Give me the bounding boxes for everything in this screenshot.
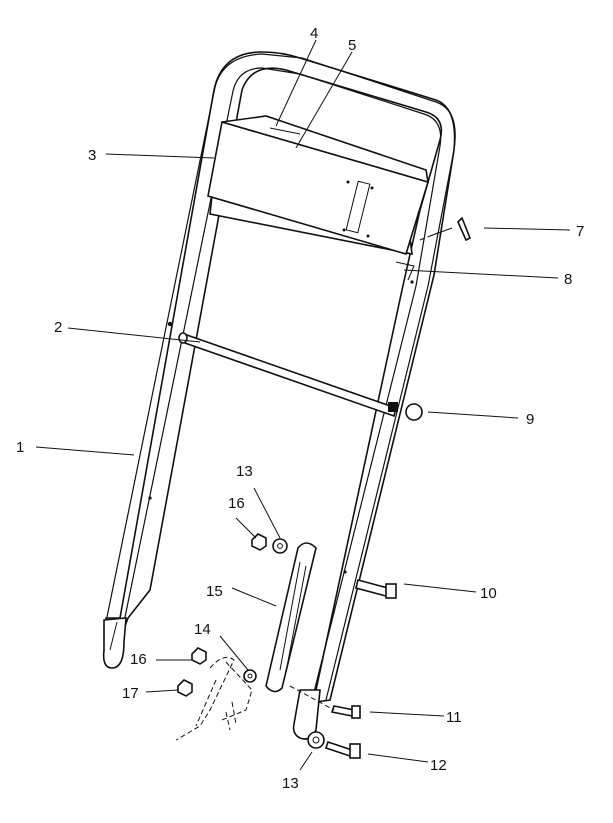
nut-17 [177, 679, 193, 697]
callout-15: 15 [206, 583, 223, 600]
leader-lines [35, 39, 571, 771]
nut-16-lower [191, 647, 207, 665]
callout-9: 9 [526, 411, 534, 428]
callout-13-upper: 13 [236, 463, 253, 480]
callout-7: 7 [576, 223, 584, 240]
callout-17: 17 [122, 685, 139, 702]
callout-3: 3 [88, 147, 96, 164]
handle-frame [102, 51, 456, 740]
callout-10: 10 [480, 585, 497, 602]
callout-16-lower: 16 [130, 651, 147, 668]
callout-13-lower: 13 [282, 775, 299, 792]
callout-2: 2 [54, 319, 62, 336]
callout-5: 5 [348, 37, 356, 54]
callout-11: 11 [446, 709, 462, 726]
control-panel [207, 115, 430, 281]
nut-9 [388, 402, 423, 421]
callout-14: 14 [194, 621, 211, 638]
bolt-12 [324, 740, 361, 759]
bolt-10 [355, 579, 397, 599]
washer-14 [243, 669, 257, 683]
callout-1: 1 [16, 439, 24, 456]
callout-8: 8 [564, 271, 572, 288]
callout-12: 12 [430, 757, 447, 774]
mower-bracket-phantom [175, 656, 253, 741]
washer-13-upper [272, 538, 288, 554]
bracket-15 [265, 542, 317, 693]
washer-13-lower [307, 731, 325, 749]
bolt-11 [289, 685, 361, 719]
callout-4: 4 [310, 25, 318, 42]
crossbar [178, 332, 397, 418]
callout-16-upper: 16 [228, 495, 245, 512]
screw-7 [419, 216, 472, 242]
callout-labels: 1 2 3 4 5 7 8 9 10 11 12 13 13 14 15 16 … [16, 25, 584, 792]
